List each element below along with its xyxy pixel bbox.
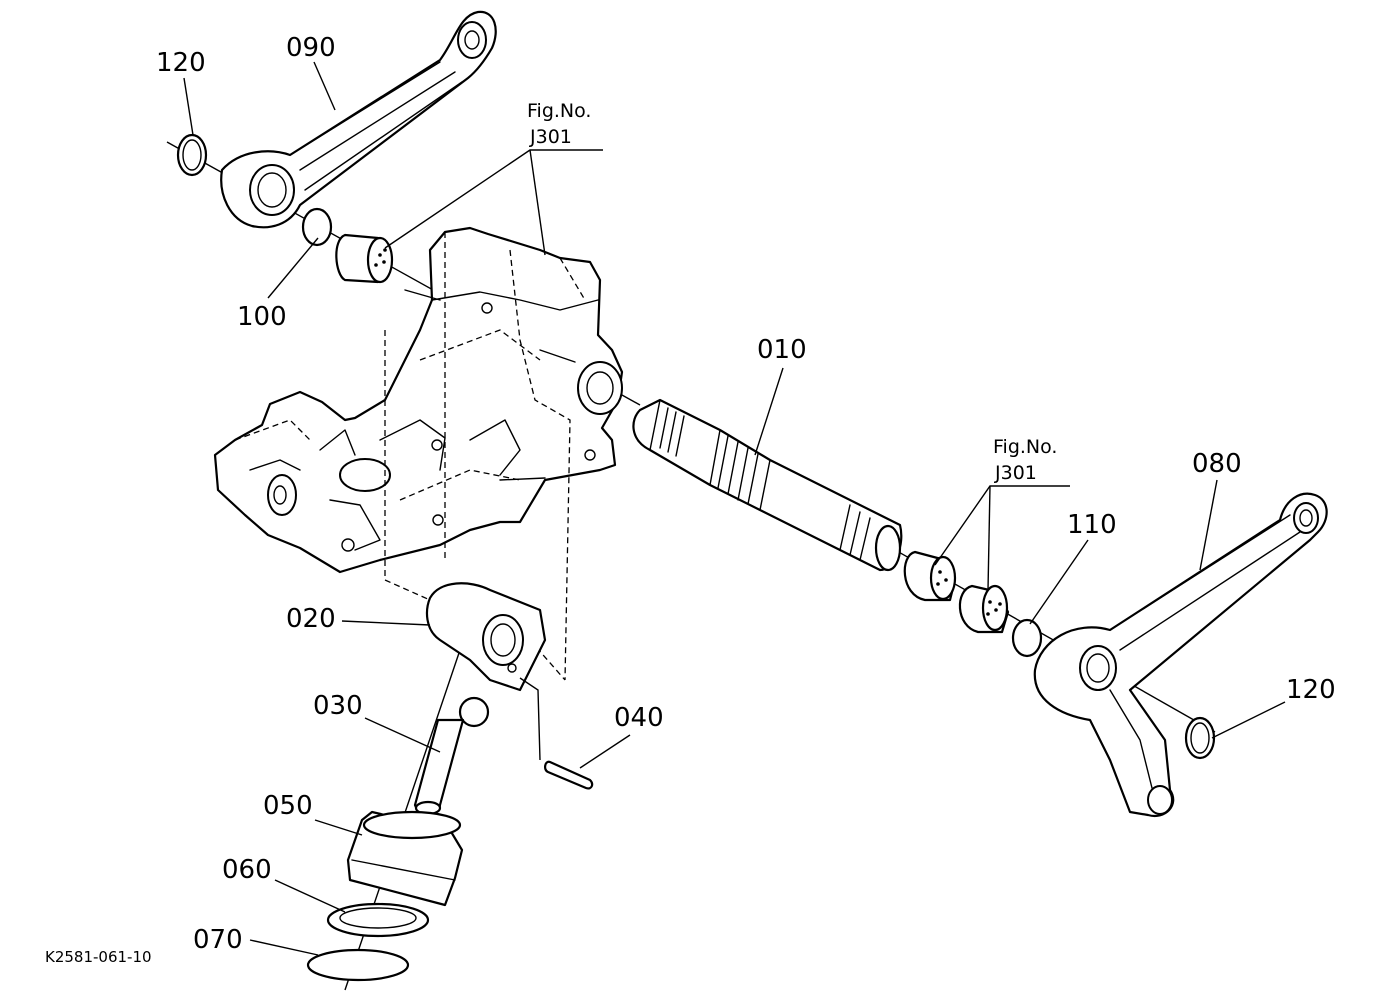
callout-090: 090 (286, 33, 336, 63)
hydraulic-housing (213, 226, 624, 681)
center-lines (166, 141, 1216, 991)
callout-020: 020 (286, 604, 336, 634)
o-ring-070 (306, 948, 410, 982)
callout-120-left: 120 (156, 48, 206, 78)
lift-arm-090 (220, 10, 497, 229)
fig-ref-right-line2: J301 (994, 462, 1037, 484)
callout-080: 080 (1192, 449, 1242, 479)
callout-070: 070 (193, 925, 243, 955)
piston-050 (346, 810, 464, 907)
fig-ref-left-line2: J301 (529, 126, 572, 148)
callout-010: 010 (757, 335, 807, 365)
fig-ref-left-line1: Fig.No. (527, 100, 591, 122)
callout-050: 050 (263, 791, 313, 821)
pin-040 (544, 760, 594, 790)
callout-110: 110 (1067, 510, 1117, 540)
fig-ref-right-line1: Fig.No. (993, 436, 1057, 458)
lift-arm-020 (425, 582, 547, 692)
callout-040: 040 (614, 703, 664, 733)
callout-030: 030 (313, 691, 363, 721)
piston-rod-030 (413, 696, 490, 816)
lift-arm-080 (1033, 492, 1328, 818)
bushing-left (335, 233, 394, 284)
leader-lines (183, 61, 1286, 956)
callout-060: 060 (222, 855, 272, 885)
o-ring-100 (301, 207, 333, 247)
backup-ring-060 (326, 902, 430, 938)
circlip-120-left (176, 133, 208, 177)
lift-shaft-010 (632, 398, 903, 572)
callout-100: 100 (237, 302, 287, 332)
callout-labels: 120 090 100 010 080 110 120 020 040 030 … (45, 33, 1336, 966)
callout-120-right: 120 (1286, 675, 1336, 705)
o-ring-110 (1011, 618, 1043, 658)
drawing-code: K2581-061-10 (45, 948, 152, 966)
bushing-right-2 (958, 584, 1010, 634)
bushing-right-1 (903, 550, 957, 602)
circlip-120-right (1184, 716, 1216, 760)
